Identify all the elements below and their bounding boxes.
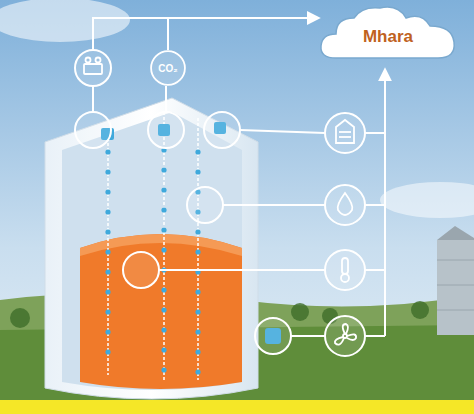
distant-silo <box>437 226 474 335</box>
grain <box>80 234 242 389</box>
cloud-service: Mhara <box>318 4 458 62</box>
icon-circles <box>75 50 365 356</box>
icon-label: CO₂ <box>158 63 177 74</box>
brand-name: Mhara <box>363 27 413 47</box>
icon-glyphs <box>84 58 356 345</box>
yellow-band <box>0 400 474 414</box>
silo-cutaway <box>45 98 258 399</box>
sensor-cables <box>101 112 281 380</box>
co2-sensor-icon: CO₂ <box>150 50 186 86</box>
wiring <box>93 18 385 336</box>
data-link <box>168 18 318 50</box>
